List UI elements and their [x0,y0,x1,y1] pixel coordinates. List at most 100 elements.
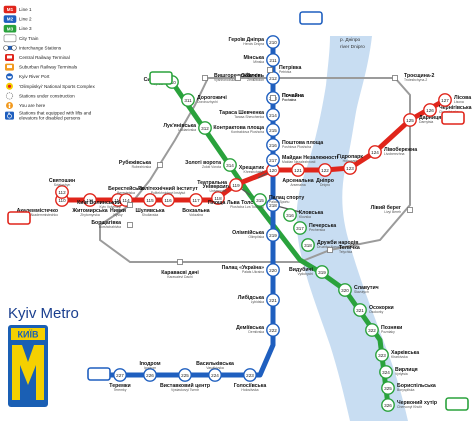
svg-text:M3: M3 [155,74,167,83]
legend-label: Line 3 [19,26,32,31]
central-railway-icon [5,54,14,61]
station-marker [161,193,175,207]
station-marker [181,93,195,107]
station-marker [266,138,280,152]
station-name-en: Poshtova Ploshcha [282,145,311,149]
city-train-stop-icon [157,162,163,168]
station-name-en: Vyrlytsia [395,372,408,376]
city-train-stop-icon [392,75,398,81]
line1-badge: M1 [3,5,17,14]
station-number: 322 [368,328,376,333]
line-badge-m2: M2 [299,11,323,25]
station-number: 125 [406,118,414,123]
line-badge-m3: M3 [149,71,173,85]
station-marker [353,303,367,317]
station-number: 312 [201,126,209,131]
station-marker [423,103,437,117]
station-name-en: Pozniaky [381,330,395,334]
station-name-en: Olimpiiska [248,235,264,239]
station-marker [293,221,307,235]
station-name: Печерська [309,223,336,229]
dnipro-river [296,36,408,421]
station-name-en: Dnipro [320,183,330,187]
station-name-en: Petrivka [279,70,291,74]
station-number: 119 [232,183,240,188]
station-name-en: Arsenalna [290,183,305,187]
station-number: 127 [441,98,449,103]
station-name-en: Borshchahivka [99,225,121,229]
station-name: Святошин [49,178,75,184]
station-name-en: Obolon [253,78,264,82]
station-name: Теремки [109,383,130,389]
station-name: Рубежівська [119,159,151,166]
station-name: Дружби народів [317,239,358,246]
station-marker [143,368,157,382]
station-number: 326 [384,403,392,408]
station-number: 324 [382,370,390,375]
legend-label: Interchange Stations [19,45,62,50]
you-are-here-icon [6,102,13,109]
station-name: Поштова площа [282,140,323,146]
line-badge-m2: M2 [87,367,111,381]
station-name-en: Kontraktova Ploshcha [231,130,264,134]
legend-label: Suburban Railway Terminals [19,65,78,70]
